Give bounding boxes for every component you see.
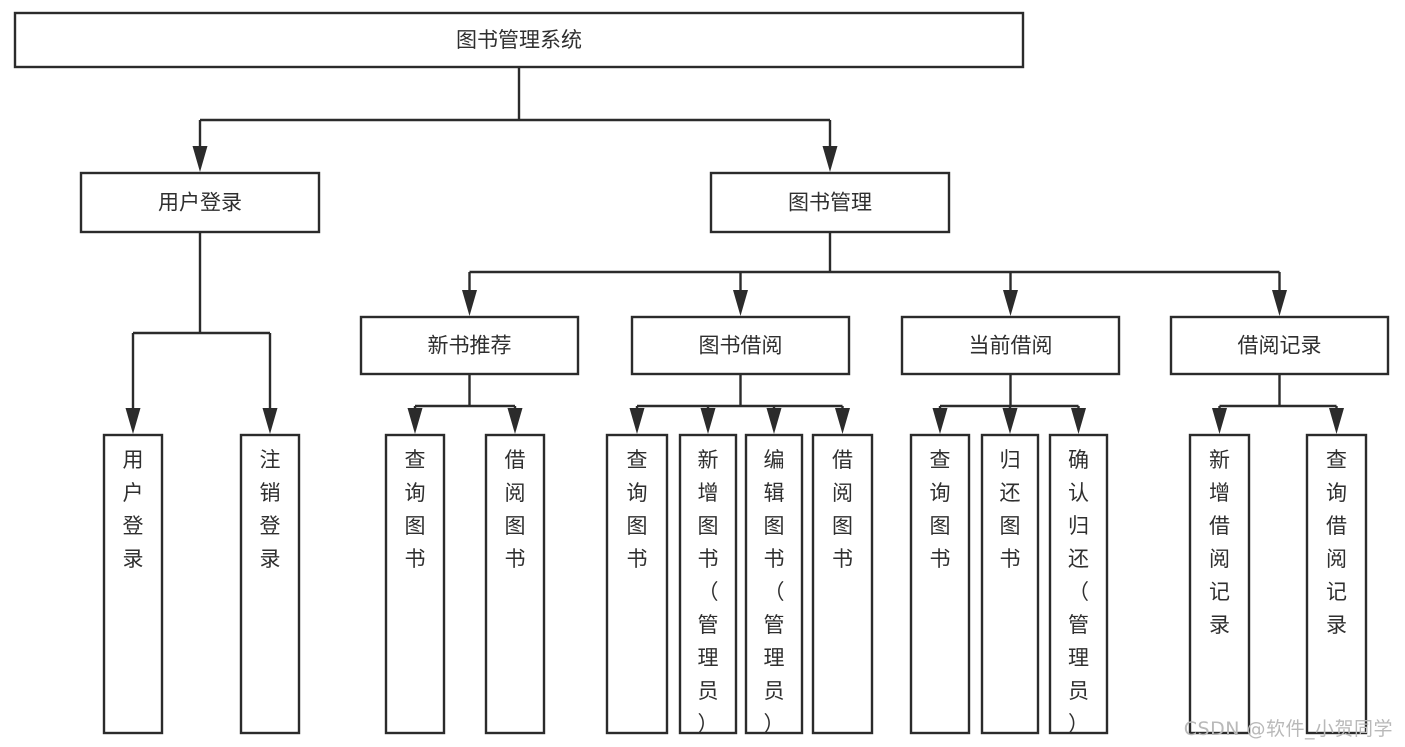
node-box [811,433,874,735]
node-l4-b-borrow[interactable]: 借阅图书 [811,433,874,735]
node-l4-r-add[interactable]: 新增借阅记录 [1188,433,1251,735]
node-box [384,433,446,735]
node-box [359,315,580,376]
node-box [484,433,546,735]
node-l4-b-query[interactable]: 查询图书 [605,433,669,735]
node-l2-user[interactable]: 用户登录 [79,171,321,234]
edge-layer [125,67,1344,434]
node-label: 注销登录 [260,448,281,571]
node-label: 借阅记录 [1238,334,1322,358]
node-box [79,171,321,234]
node-label: 图书管理系统 [456,28,582,52]
node-box [900,315,1121,376]
node-l4-new-query[interactable]: 查询图书 [384,433,446,735]
node-label: 查询图书 [405,448,426,571]
edge-group-l3_borrow [629,374,850,434]
node-label: 新增借阅记录 [1209,448,1230,637]
node-box [744,433,804,735]
node-box [1048,433,1109,735]
node-box [13,11,1025,69]
node-l4-new-borrow[interactable]: 借阅图书 [484,433,546,735]
node-label: 图书管理 [788,191,872,215]
edge-group-l2_user [125,232,278,434]
node-l4-b-edit[interactable]: 编辑图书（管理员） [744,433,804,736]
node-label: 查询图书 [930,448,951,571]
node-label: 图书借阅 [699,334,783,358]
node-label: 借阅图书 [832,448,853,571]
node-l4-r-query[interactable]: 查询借阅记录 [1305,433,1368,735]
node-layer: 图书管理系统用户登录图书管理新书推荐图书借阅当前借阅借阅记录用户登录注销登录查询… [13,11,1390,736]
node-box [980,433,1040,735]
node-l3-current[interactable]: 当前借阅 [900,315,1121,376]
node-l3-borrow[interactable]: 图书借阅 [630,315,851,376]
node-label: 用户登录 [123,448,144,571]
node-root[interactable]: 图书管理系统 [13,11,1025,69]
node-l3-record[interactable]: 借阅记录 [1169,315,1390,376]
node-l4-user-login[interactable]: 用户登录 [102,433,164,735]
node-box [239,433,301,735]
node-box [1188,433,1251,735]
edge-group-l2_book [462,232,1287,316]
node-l4-b-add[interactable]: 新增图书（管理员） [678,433,738,736]
node-box [678,433,738,735]
node-label: 查询图书 [627,448,648,571]
node-l4-c-query[interactable]: 查询图书 [909,433,971,735]
node-box [709,171,951,234]
node-box [630,315,851,376]
node-label: 借阅图书 [505,448,526,571]
node-box [1305,433,1368,735]
node-label: 编辑图书（管理员） [764,448,785,736]
node-box [102,433,164,735]
node-box [1169,315,1390,376]
node-label: 新增图书（管理员） [698,448,719,736]
node-l4-c-confirm[interactable]: 确认归还（管理员） [1048,433,1109,736]
node-label: 用户登录 [158,191,242,215]
node-l4-user-logout[interactable]: 注销登录 [239,433,301,735]
node-l4-c-return[interactable]: 归还图书 [980,433,1040,735]
node-l3-new[interactable]: 新书推荐 [359,315,580,376]
node-label: 当前借阅 [969,334,1053,358]
node-label: 查询借阅记录 [1326,448,1347,637]
node-l2-book[interactable]: 图书管理 [709,171,951,234]
node-label: 归还图书 [1000,448,1021,571]
edge-group-root [192,67,838,172]
node-box [605,433,669,735]
node-label: 新书推荐 [428,334,512,358]
edge-group-l3_new [407,374,523,434]
edge-group-l3_current [932,374,1086,434]
node-box [909,433,971,735]
edge-group-l3_record [1212,374,1344,434]
node-label: 确认归还（管理员） [1068,448,1089,736]
